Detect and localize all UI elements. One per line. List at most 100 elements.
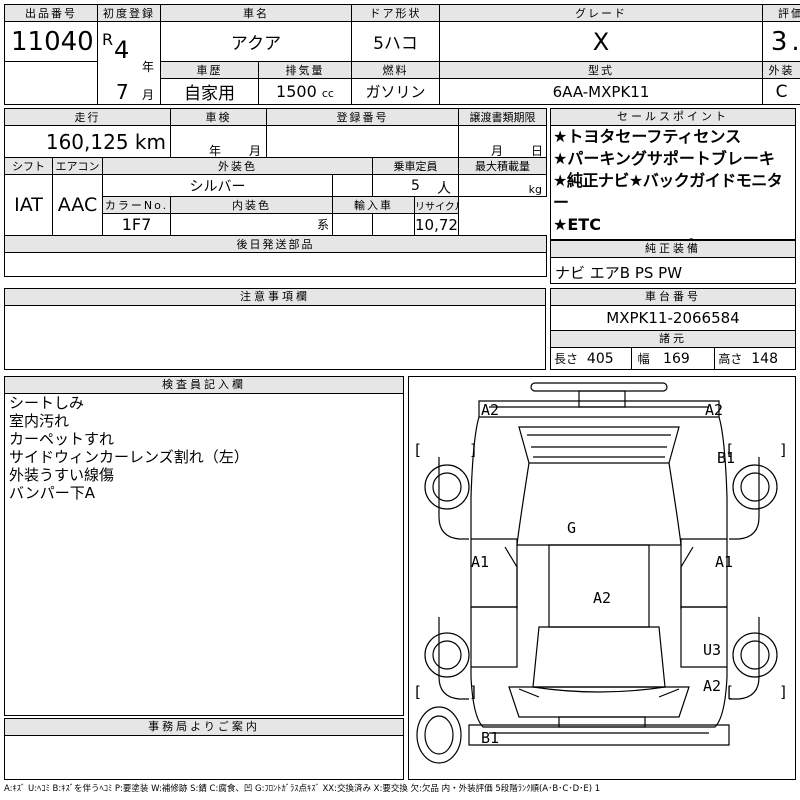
score-label: 評価点 — [761, 4, 800, 22]
sales-points: セールスポイント ★トヨタセーフティセンス ★パーキングサポートブレーキ ★純正… — [550, 108, 796, 256]
reg-month: 7 — [116, 80, 129, 104]
lot-blank — [4, 61, 98, 105]
length-value: 405 — [586, 351, 614, 367]
ac-label: エアコン — [52, 157, 103, 175]
inspection-label: 車検 — [170, 108, 267, 126]
bracket-mark: ] — [779, 683, 789, 701]
model: 6AA-MXPK11 — [439, 78, 763, 105]
ext-grade: C — [762, 78, 800, 105]
car-outline — [416, 382, 778, 764]
import-label: 輸入車 — [332, 196, 415, 214]
inspector-notes: 検査員記入欄 シートしみ 室内汚れ カーペットすれ サイドウィンカーレンズ割れ（… — [4, 376, 404, 716]
sales-item: ★パーキングサポートブレーキ — [553, 149, 775, 168]
width: 幅 169 — [632, 348, 716, 370]
bracket-mark: [ — [413, 683, 423, 701]
month-unit: 月 — [142, 88, 155, 102]
equipment: 純正装備 ナビ エアB PS PW — [550, 240, 796, 284]
recycle-value: 10,720 — [415, 215, 458, 234]
length: 長さ 405 — [551, 348, 632, 370]
dimensions: 長さ 405 幅 169 高さ 148 — [551, 348, 795, 370]
model-label: 型式 — [439, 61, 763, 79]
int-color-label: 内装色 — [170, 196, 333, 214]
color-no: 1F7 — [102, 213, 171, 236]
max-load: kg — [458, 174, 547, 197]
header-grid: 出品番号 初度登録 車名 ドア形状 グレード 評価点 11040 R 4 年 7… — [4, 4, 800, 105]
mileage: 160,125 km — [4, 125, 171, 158]
insp-year-unit: 年 — [209, 144, 222, 158]
damage-mark-windshield: G — [567, 519, 577, 537]
mileage-value: 160,125 — [45, 129, 129, 154]
plate-number — [266, 125, 459, 158]
recycle: 10,720円 — [414, 213, 459, 236]
bracket-mark: ] — [469, 441, 479, 459]
door-type: 5ハコ — [351, 21, 440, 62]
name-label: 車名 — [160, 4, 352, 22]
disp-unit: cc — [321, 87, 334, 100]
mileage-label: 走行 — [4, 108, 171, 126]
color: シルバー — [102, 174, 333, 197]
door-label: ドア形状 — [351, 4, 440, 22]
height-value: 148 — [751, 351, 778, 367]
first-registration: R 4 年 7 月 — [97, 21, 161, 105]
later-label: 後日発送部品 — [4, 235, 547, 253]
width-value: 169 — [663, 351, 690, 367]
bracket-mark: ] — [779, 441, 789, 459]
bracket-mark: [ — [413, 441, 423, 459]
sales-label: セールスポイント — [551, 109, 795, 126]
damage-mark-roof: A2 — [593, 589, 612, 607]
ext-label: 外装 — [762, 61, 800, 79]
ac: AAC — [52, 174, 103, 236]
load-unit: kg — [528, 183, 542, 196]
year-unit: 年 — [142, 60, 155, 74]
import-b — [372, 213, 415, 236]
era: R — [102, 30, 114, 49]
transfer-label: 譲渡書類期限 — [458, 108, 547, 126]
length-label: 長さ — [554, 352, 579, 366]
reg-year: 4 — [114, 36, 130, 64]
damage-mark-spare: B1 — [481, 729, 500, 747]
legend: A:ｷｽﾞ U:ﾍｺﾐ B:ｷｽﾞを伴うﾍｺﾐ P:要塗装 W:補修跡 S:錆 … — [4, 784, 601, 794]
notes-label: 注意事項欄 — [5, 289, 545, 306]
notes: 注意事項欄 — [4, 288, 546, 370]
disp-value: 1500 — [276, 82, 317, 101]
transfer-month-unit: 月 — [491, 144, 504, 158]
history: 自家用 — [160, 78, 259, 105]
insp-month-unit: 月 — [249, 144, 262, 158]
width-label: 幅 — [637, 352, 650, 366]
seats-value: 5 — [411, 178, 420, 194]
chassis-number: MXPK11-2066584 — [551, 306, 795, 331]
damage-mark-right-fender: B1 — [717, 449, 736, 467]
damage-mark-right-door: A1 — [715, 553, 734, 571]
inspector-label: 検査員記入欄 — [5, 377, 403, 394]
damage-mark-front-left: A2 — [481, 401, 500, 419]
damage-mark-rear-bumper: A2 — [703, 677, 722, 695]
damage-mark-front-right: A2 — [705, 401, 724, 419]
history-label: 車歴 — [160, 61, 259, 79]
color-label: 外装色 — [102, 157, 373, 175]
inspector-line: サイドウィンカーレンズ割れ（左） — [9, 448, 249, 466]
equip-value: ナビ エアB PS PW — [555, 264, 683, 282]
shift-label: シフト — [4, 157, 53, 175]
color-no-label: カラーNo. — [102, 196, 171, 214]
grade-label: グレード — [439, 4, 763, 22]
car-name: アクア — [160, 21, 352, 62]
sales-item: ★ETC — [553, 215, 601, 234]
car-diagram: A2 A2 B1 G A1 A1 A2 U3 A2 B1 [ ] [ ] [ ]… — [408, 376, 796, 780]
load-label: 最大積載量 — [458, 157, 547, 175]
inspection: 年 月 — [170, 125, 267, 158]
fuel: ガソリン — [351, 78, 440, 105]
seats-label: 乗車定員 — [372, 157, 459, 175]
chassis: 車台番号 MXPK11-2066584 諸元 長さ 405 幅 169 高さ 1… — [550, 288, 796, 370]
mileage-unit: km — [134, 129, 166, 154]
inspector-line: 室内汚れ — [9, 412, 70, 430]
dims-label: 諸元 — [551, 331, 795, 348]
inspector-line: カーペットすれ — [9, 430, 115, 448]
inspector-line: バンパー下A — [9, 484, 96, 502]
transfer-day-unit: 日 — [531, 144, 544, 158]
sales-item: ★純正ナビ★バックガイドモニター — [553, 171, 783, 212]
equip-label: 純正装備 — [551, 241, 795, 258]
transfer: 月 日 — [458, 125, 547, 158]
lot-label: 出品番号 — [4, 4, 98, 22]
seats-unit: 人 — [437, 181, 451, 197]
inspector-line: シートしみ — [9, 394, 85, 412]
